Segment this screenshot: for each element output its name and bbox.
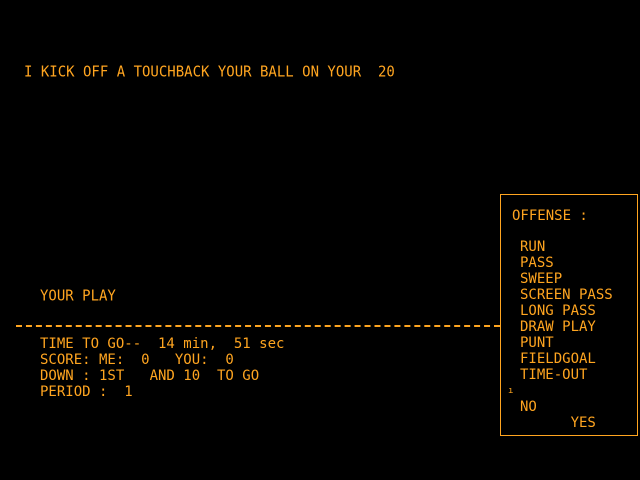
menu-item-fieldgoal[interactable]: FIELDGOAL bbox=[520, 351, 596, 367]
selection-cursor-icon: ı bbox=[508, 386, 514, 396]
game-status-panel: TIME TO GO-- 14 min, 51 sec SCORE: ME: 0… bbox=[40, 336, 284, 400]
menu-item-pass[interactable]: PASS bbox=[520, 255, 554, 271]
menu-item-yes[interactable]: ı YES bbox=[508, 383, 613, 431]
menu-item-screen-pass[interactable]: SCREEN PASS bbox=[520, 287, 613, 303]
offense-menu-list: RUN PASS SWEEP SCREEN PASS LONG PASS DRA… bbox=[508, 239, 613, 431]
score: SCORE: ME: 0 YOU: 0 bbox=[40, 352, 234, 368]
menu-item-sweep[interactable]: SWEEP bbox=[520, 271, 563, 287]
menu-item-long-pass[interactable]: LONG PASS bbox=[520, 303, 596, 319]
time-remaining: TIME TO GO-- 14 min, 51 sec bbox=[40, 336, 285, 352]
menu-item-yes-label: YES bbox=[570, 415, 596, 431]
game-message: I KICK OFF A TOUCHBACK YOUR BALL ON YOUR… bbox=[24, 64, 395, 81]
menu-item-time-out[interactable]: TIME-OUT bbox=[520, 367, 588, 383]
your-play-prompt: YOUR PLAY bbox=[40, 288, 116, 305]
down-and-distance: DOWN : 1ST AND 10 TO GO bbox=[40, 368, 260, 384]
offense-menu: OFFENSE : RUN PASS SWEEP SCREEN PASS LON… bbox=[500, 194, 638, 436]
offense-menu-title: OFFENSE : bbox=[512, 208, 588, 224]
menu-item-draw-play[interactable]: DRAW PLAY bbox=[520, 319, 596, 335]
menu-item-no[interactable]: NO bbox=[520, 399, 537, 415]
menu-item-run[interactable]: RUN bbox=[520, 239, 546, 255]
period: PERIOD : 1 bbox=[40, 384, 133, 400]
menu-item-punt[interactable]: PUNT bbox=[520, 335, 554, 351]
field-divider bbox=[16, 325, 500, 327]
